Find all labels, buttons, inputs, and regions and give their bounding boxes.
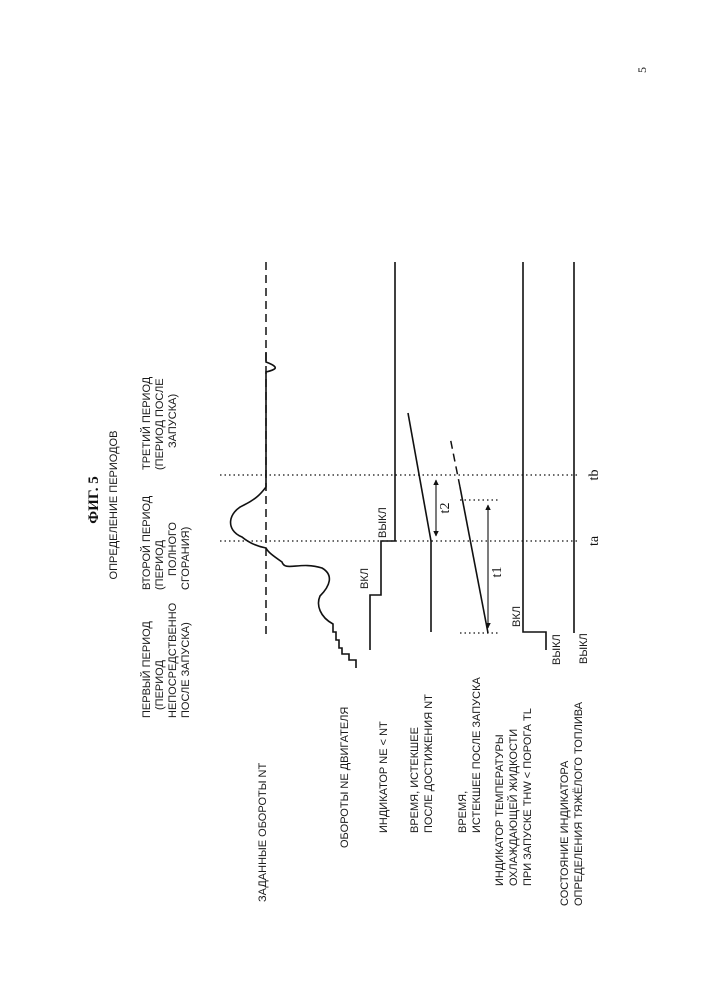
svg-text:ВРЕМЯ, ИСТЕКШЕЕ: ВРЕМЯ, ИСТЕКШЕЕ <box>409 727 421 833</box>
svg-text:ТРЕТИЙ ПЕРИОД: ТРЕТИЙ ПЕРИОД <box>140 376 153 470</box>
ne-flag-off-label: ВЫКЛ <box>377 507 389 538</box>
t1-label: t1 <box>490 567 505 578</box>
period-second-label: ВТОРОЙ ПЕРИОД (ПЕРИОД ПОЛНОГО СГОРАНИЯ) <box>140 495 192 590</box>
thw-flag-label: ИНДИКАТОР ТЕМПЕРАТУРЫ ОХЛАЖДАЮЩЕЙ ЖИДКОС… <box>494 708 534 886</box>
diagram-subtitle: ОПРЕДЕЛЕНИЕ ПЕРИОДОВ <box>108 431 120 580</box>
ne-flag-on-label: ВКЛ <box>359 568 371 589</box>
svg-text:ИНДИКАТОР ТЕМПЕРАТУРЫ: ИНДИКАТОР ТЕМПЕРАТУРЫ <box>494 734 506 886</box>
period-first-label: ПЕРВЫЙ ПЕРИОД (ПЕРИОД НЕПОСРЕДСТВЕННО ПО… <box>140 602 192 718</box>
figure-title: ФИГ. 5 <box>86 476 102 523</box>
svg-text:ПОСЛЕ ЗАПУСКА): ПОСЛЕ ЗАПУСКА) <box>180 622 192 718</box>
svg-text:ПОСЛЕ ДОСТИЖЕНИЯ NT: ПОСЛЕ ДОСТИЖЕНИЯ NT <box>423 694 435 833</box>
time-after-start-ramp <box>460 487 488 633</box>
target-speed-label: ЗАДАННЫЕ ОБОРОТЫ NT <box>257 763 269 902</box>
svg-text:ПРИ ЗАПУСКЕ THW < ПОРОГА TL: ПРИ ЗАПУСКЕ THW < ПОРОГА TL <box>522 708 534 886</box>
period-third-label: ТРЕТИЙ ПЕРИОД (ПЕРИОД ПОСЛЕ ЗАПУСКА) <box>140 376 179 470</box>
engine-speed-trace <box>231 352 356 668</box>
ne-flag-label: ИНДИКАТОР NE < NT <box>378 721 390 833</box>
time-after-start-label: ВРЕМЯ, ИСТЕКШЕЕ ПОСЛЕ ЗАПУСКА <box>457 676 483 833</box>
thw-flag-on-label: ВКЛ <box>511 606 523 627</box>
svg-text:(ПЕРИОД: (ПЕРИОД <box>154 540 166 590</box>
ne-flag-trace <box>370 262 395 650</box>
svg-text:СГОРАНИЯ): СГОРАНИЯ) <box>180 527 192 590</box>
thw-flag-off-label: ВЫКЛ <box>551 634 563 665</box>
svg-text:ЗАПУСКА): ЗАПУСКА) <box>167 394 179 448</box>
heavy-fuel-off-label: ВЫКЛ <box>578 633 590 664</box>
svg-text:НЕПОСРЕДСТВЕННО: НЕПОСРЕДСТВЕННО <box>167 602 179 718</box>
engine-speed-label: ОБОРОТЫ NE ДВИГАТЕЛЯ <box>339 707 351 848</box>
t2-label: t2 <box>438 503 453 514</box>
svg-text:ПОЛНОГО: ПОЛНОГО <box>167 522 179 576</box>
svg-text:ИСТЕКШЕЕ ПОСЛЕ ЗАПУСКА: ИСТЕКШЕЕ ПОСЛЕ ЗАПУСКА <box>471 676 483 833</box>
thw-flag-trace <box>523 262 546 650</box>
svg-text:СОСТОЯНИЕ ИНДИКАТОРА: СОСТОЯНИЕ ИНДИКАТОРА <box>559 760 571 906</box>
svg-text:ПЕРВЫЙ ПЕРИОД: ПЕРВЫЙ ПЕРИОД <box>140 621 153 718</box>
time-after-start-extension <box>450 437 460 487</box>
time-after-nt-label: ВРЕМЯ, ИСТЕКШЕЕ ПОСЛЕ ДОСТИЖЕНИЯ NT <box>409 694 435 833</box>
svg-text:ОХЛАЖДАЮЩЕЙ ЖИДКОСТИ: ОХЛАЖДАЮЩЕЙ ЖИДКОСТИ <box>507 729 520 886</box>
heavy-fuel-flag-label: СОСТОЯНИЕ ИНДИКАТОРА ОПРЕДЕЛЕНИЯ ТЯЖЁЛОГ… <box>559 701 585 906</box>
svg-text:(ПЕРИОД: (ПЕРИОД <box>154 660 166 710</box>
time-after-nt-ramp <box>408 413 431 541</box>
ta-label: ta <box>587 535 602 546</box>
svg-text:ВТОРОЙ ПЕРИОД: ВТОРОЙ ПЕРИОД <box>140 495 153 590</box>
tb-label: tb <box>587 470 602 481</box>
svg-text:ОПРЕДЕЛЕНИЯ ТЯЖЁЛОГО ТОПЛИВА: ОПРЕДЕЛЕНИЯ ТЯЖЁЛОГО ТОПЛИВА <box>573 701 585 906</box>
page-number: 5 <box>635 67 649 73</box>
svg-text:ВРЕМЯ,: ВРЕМЯ, <box>457 791 469 833</box>
svg-text:(ПЕРИОД ПОСЛЕ: (ПЕРИОД ПОСЛЕ <box>154 378 166 470</box>
